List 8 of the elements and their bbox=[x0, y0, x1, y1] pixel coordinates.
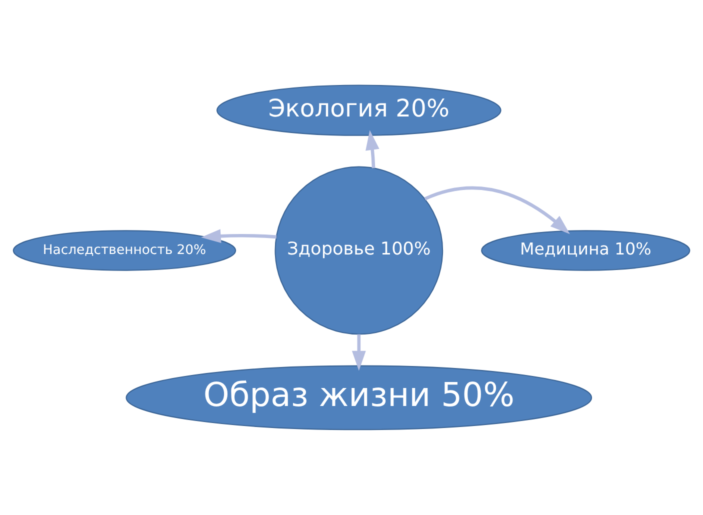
node-ellipse: Медицина 10% bbox=[481, 230, 690, 271]
node-circle: Здоровье 100% bbox=[274, 166, 444, 335]
arrow bbox=[366, 130, 380, 168]
arrow bbox=[424, 186, 570, 234]
arrow bbox=[200, 229, 277, 244]
node-ellipse: Экология 20% bbox=[216, 84, 502, 136]
arrow bbox=[352, 334, 366, 371]
node-ellipse: Образ жизни 50% bbox=[126, 365, 592, 430]
